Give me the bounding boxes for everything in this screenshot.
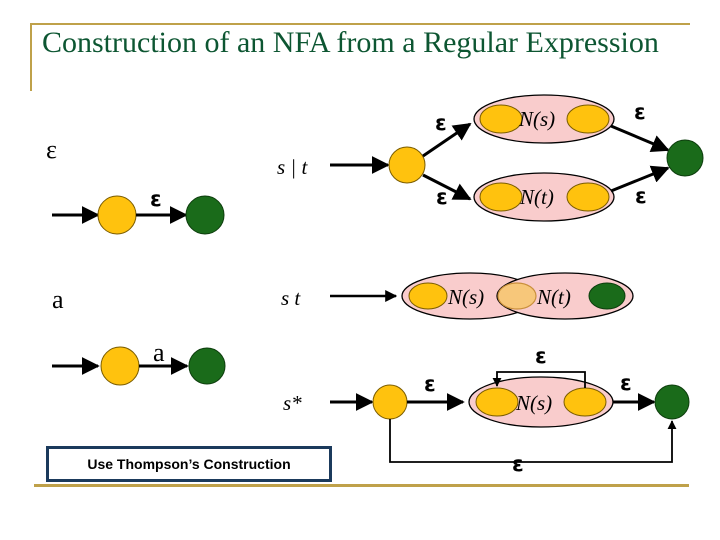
diagram-star <box>330 371 690 463</box>
page-title: Construction of an NFA from a Regular Ex… <box>42 26 659 59</box>
subnfa-label-nt: N(t) <box>520 185 554 209</box>
diagram-symbol <box>52 346 226 386</box>
accent-line-bottom <box>34 484 689 487</box>
edge-label-union-eps-top-out: ε <box>634 100 646 124</box>
state-concat-start <box>408 282 448 310</box>
expression-label-concat: s t <box>281 286 301 310</box>
state-ns-out <box>566 104 610 134</box>
subnfa-label-concat-ns: N(s) <box>448 285 485 309</box>
edge-star-inner-loop <box>492 371 586 388</box>
thompson-construction-callout: Use Thompson’s Construction <box>46 446 332 482</box>
state-star-start <box>372 384 408 420</box>
state-accept-symbol <box>188 347 226 385</box>
state-start-symbol <box>100 346 140 386</box>
edge-label-star-inner-loop: ε <box>535 344 547 368</box>
edge-label-union-eps-bottom-in: ε <box>436 185 448 209</box>
state-concat-merged <box>497 282 537 310</box>
state-accept-epsilon <box>185 195 225 235</box>
callout-text: Use Thompson’s Construction <box>87 456 291 472</box>
diagram-epsilon <box>52 195 225 235</box>
edge-label-symbol-transition: a <box>153 338 165 367</box>
state-start-epsilon <box>97 195 137 235</box>
state-ns-in <box>479 104 523 134</box>
state-concat-accept <box>588 282 626 310</box>
state-star-ns-in <box>475 387 519 417</box>
expression-label-star: s* <box>283 391 302 415</box>
state-start-union <box>388 146 426 184</box>
expression-label-symbol: a <box>52 285 64 314</box>
edge-label-star-outer-loop: ε <box>512 452 524 476</box>
edge-star-outer-loop <box>389 419 677 463</box>
state-nt-in <box>479 182 523 212</box>
edge-label-epsilon-transition: ε <box>150 187 162 211</box>
diagram-union <box>330 94 704 222</box>
state-accept-union <box>666 139 704 177</box>
subnfa-label-star-ns: N(s) <box>516 391 553 415</box>
edge-label-union-eps-top-in: ε <box>435 111 447 135</box>
expression-label-union: s | t <box>277 155 308 179</box>
edge-label-star-eps-out: ε <box>620 371 632 395</box>
edge-label-star-eps-in: ε <box>424 372 436 396</box>
accent-line-left <box>30 23 32 91</box>
accent-line-top <box>30 23 690 25</box>
edge-label-union-eps-bottom-out: ε <box>635 184 647 208</box>
subnfa-label-concat-nt: N(t) <box>537 285 571 309</box>
expression-label-epsilon: ε <box>46 135 57 164</box>
state-nt-out <box>566 182 610 212</box>
subnfa-label-ns: N(s) <box>519 107 556 131</box>
state-star-accept <box>654 384 690 420</box>
state-star-ns-out <box>563 387 607 417</box>
